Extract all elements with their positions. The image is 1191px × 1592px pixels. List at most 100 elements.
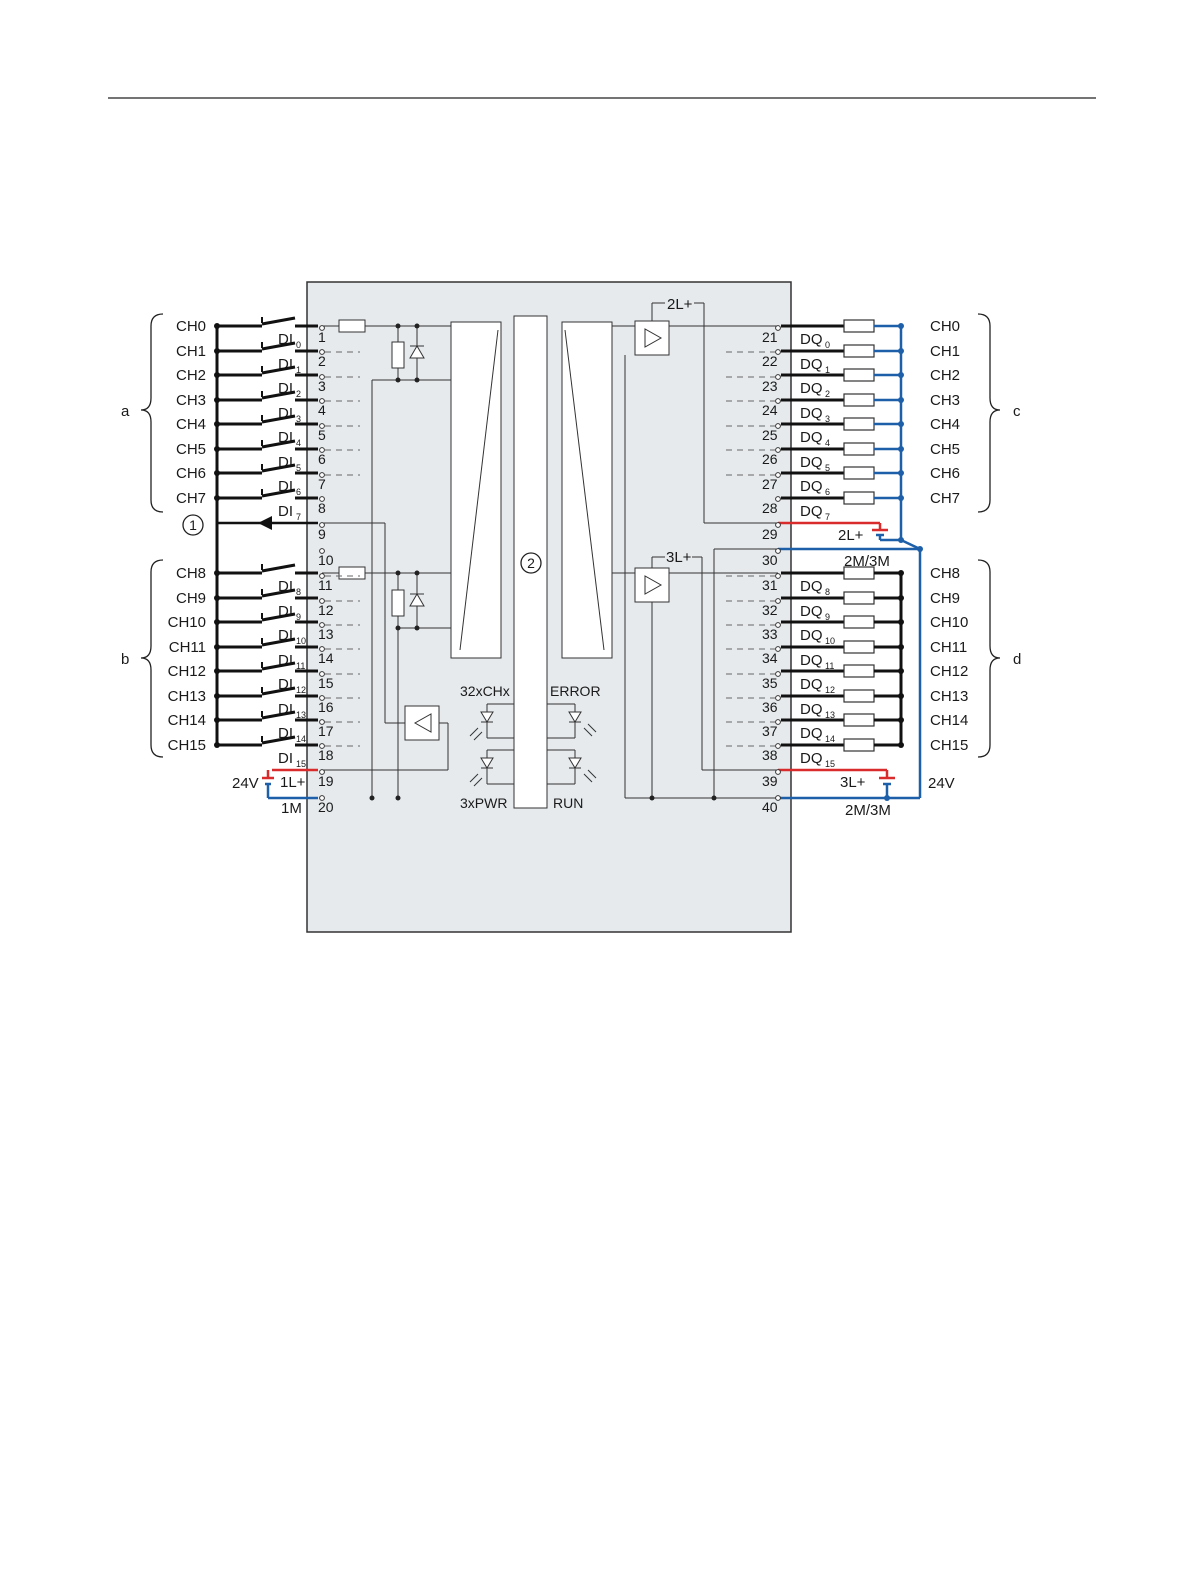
terminal-left [319, 719, 325, 725]
di-subscript: 1 [296, 365, 301, 375]
bracket-c [977, 313, 1001, 513]
dq-label: DQ [800, 405, 823, 422]
dq-subscript: 12 [825, 685, 835, 695]
pin-number-left: 20 [318, 799, 334, 815]
terminal-right [775, 743, 781, 749]
group-label-d: d [1013, 651, 1021, 668]
junction-dot [898, 570, 904, 576]
dq-subscript: 2 [825, 389, 830, 399]
pin-number-left: 3 [318, 378, 326, 394]
junction-dot [898, 717, 904, 723]
pin-number-left: 9 [318, 526, 326, 542]
input-switch [261, 710, 296, 720]
left-channel-label: CH11 [169, 639, 206, 656]
pin-number-left: 7 [318, 476, 326, 492]
dq-subscript: 3 [825, 414, 830, 424]
di-subscript: 3 [296, 414, 301, 424]
terminal-right [775, 472, 781, 478]
pin-number-right: 22 [762, 353, 778, 369]
di-subscript: 12 [296, 685, 306, 695]
channel-rows: 1234567891011121314151617181920212223242… [168, 316, 968, 815]
terminal-left [319, 695, 325, 701]
pin-number-left: 8 [318, 500, 326, 516]
terminal-left [319, 622, 325, 628]
terminal-left [319, 325, 325, 331]
input-coupler-block [450, 321, 502, 659]
left-channel-label: CH4 [176, 416, 206, 433]
pin-number-right: 25 [762, 427, 778, 443]
right-channel-label: CH6 [930, 465, 960, 482]
pin-number-left: 14 [318, 650, 334, 666]
right-channel-label: CH0 [930, 318, 960, 335]
dq-label: DQ [800, 429, 823, 446]
input-switch [261, 686, 296, 696]
pin-number-right: 35 [762, 675, 778, 691]
load-resistor [843, 566, 875, 580]
pin-number-left: 18 [318, 747, 334, 763]
terminal-left [319, 769, 325, 775]
dq-label: DQ [800, 652, 823, 669]
left-channel-label: CH2 [176, 367, 206, 384]
pin-number-left: 11 [318, 577, 333, 593]
load-resistor [843, 417, 875, 431]
terminal-left [319, 398, 325, 404]
junction-dot [898, 470, 904, 476]
terminal-right [775, 719, 781, 725]
pin-number-left: 13 [318, 626, 334, 642]
pin-number-right: 28 [762, 500, 778, 516]
load-resistor [843, 640, 875, 654]
junction-dot [898, 495, 904, 501]
pin-number-right: 40 [762, 799, 778, 815]
terminal-left [319, 598, 325, 604]
dq-label: DQ [800, 578, 823, 595]
terminal-left [319, 671, 325, 677]
terminal-right [775, 548, 781, 554]
terminal-left [319, 472, 325, 478]
terminal-left [319, 548, 325, 554]
input-switch [261, 612, 296, 622]
input-switch [261, 316, 296, 326]
terminal-right [775, 769, 781, 775]
input-filter-upper [322, 319, 451, 798]
dq-label: DQ [800, 503, 823, 520]
pin-number-right: 29 [762, 526, 778, 542]
left-channel-label: CH3 [176, 392, 206, 409]
load-resistor [843, 615, 875, 629]
di-subscript: 8 [296, 587, 301, 597]
junction-dot [898, 348, 904, 354]
terminal-right [775, 646, 781, 652]
junction-dot [898, 644, 904, 650]
di-subscript: 2 [296, 389, 301, 399]
left-channel-label: CH12 [168, 663, 206, 680]
left-channel-label: CH5 [176, 441, 206, 458]
module-body [306, 281, 792, 933]
terminal-left [319, 646, 325, 652]
right-channel-label: CH15 [930, 737, 968, 754]
group-label-a: a [121, 403, 130, 420]
left-channel-label: CH9 [176, 590, 206, 607]
load-resistor [843, 466, 875, 480]
left-channel-label: CH15 [168, 737, 206, 754]
left-channel-label: CH0 [176, 318, 206, 335]
bracket-d [977, 559, 1001, 758]
di-subscript: 10 [296, 636, 306, 646]
di-subscript: 0 [296, 340, 301, 350]
di-label: DI [278, 503, 293, 520]
supply-2l-top-label: 2L+ [667, 296, 693, 313]
right-channel-label: CH11 [930, 639, 967, 656]
dq-label: DQ [800, 725, 823, 742]
dq-subscript: 9 [825, 612, 830, 622]
right-channel-label: CH9 [930, 590, 960, 607]
terminal-right [775, 374, 781, 380]
left-channel-label: CH10 [168, 614, 206, 631]
dq-label: DQ [800, 478, 823, 495]
di-subscript: 11 [296, 661, 305, 671]
output-coupler-block [561, 321, 613, 659]
dq-subscript: 15 [825, 759, 835, 769]
dq-subscript: 5 [825, 463, 830, 473]
load-resistor [843, 393, 875, 407]
dq-label: DQ [800, 454, 823, 471]
load-resistor [843, 442, 875, 456]
terminal-left [319, 522, 325, 528]
